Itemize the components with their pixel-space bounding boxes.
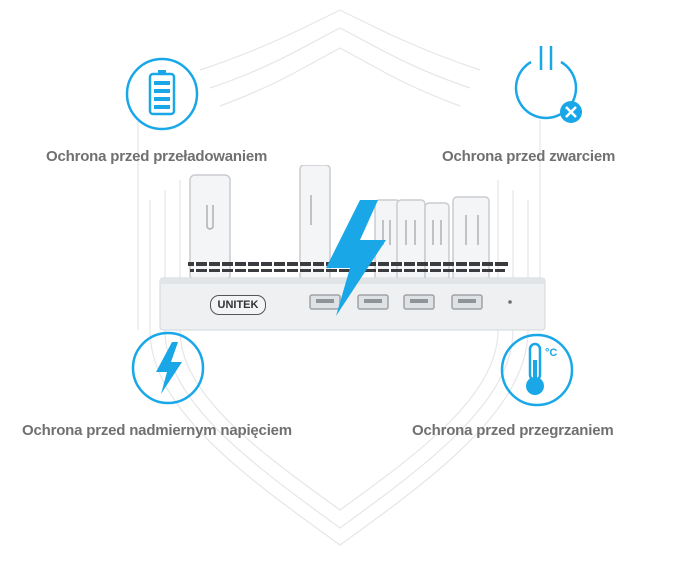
overvoltage-protection-label: Ochrona przed nadmiernym napięciem <box>22 422 292 439</box>
celsius-unit-label: °C <box>545 347 557 359</box>
charging-station-image <box>159 165 546 331</box>
battery-icon <box>125 57 199 131</box>
big-lightning-icon <box>326 200 386 316</box>
brand-logo: UNITEK <box>210 295 266 315</box>
overheat-protection-label: Ochrona przed przegrzaniem <box>412 422 614 439</box>
overcharge-protection-label: Ochrona przed przeładowaniem <box>46 148 268 165</box>
thermometer-icon: °C <box>500 333 574 407</box>
short-circuit-protection-label: Ochrona przed zwarciem <box>442 148 616 165</box>
lightning-icon <box>131 331 205 405</box>
power-short-circuit-icon <box>514 46 582 123</box>
brand-logo-text: UNITEK <box>217 299 259 311</box>
